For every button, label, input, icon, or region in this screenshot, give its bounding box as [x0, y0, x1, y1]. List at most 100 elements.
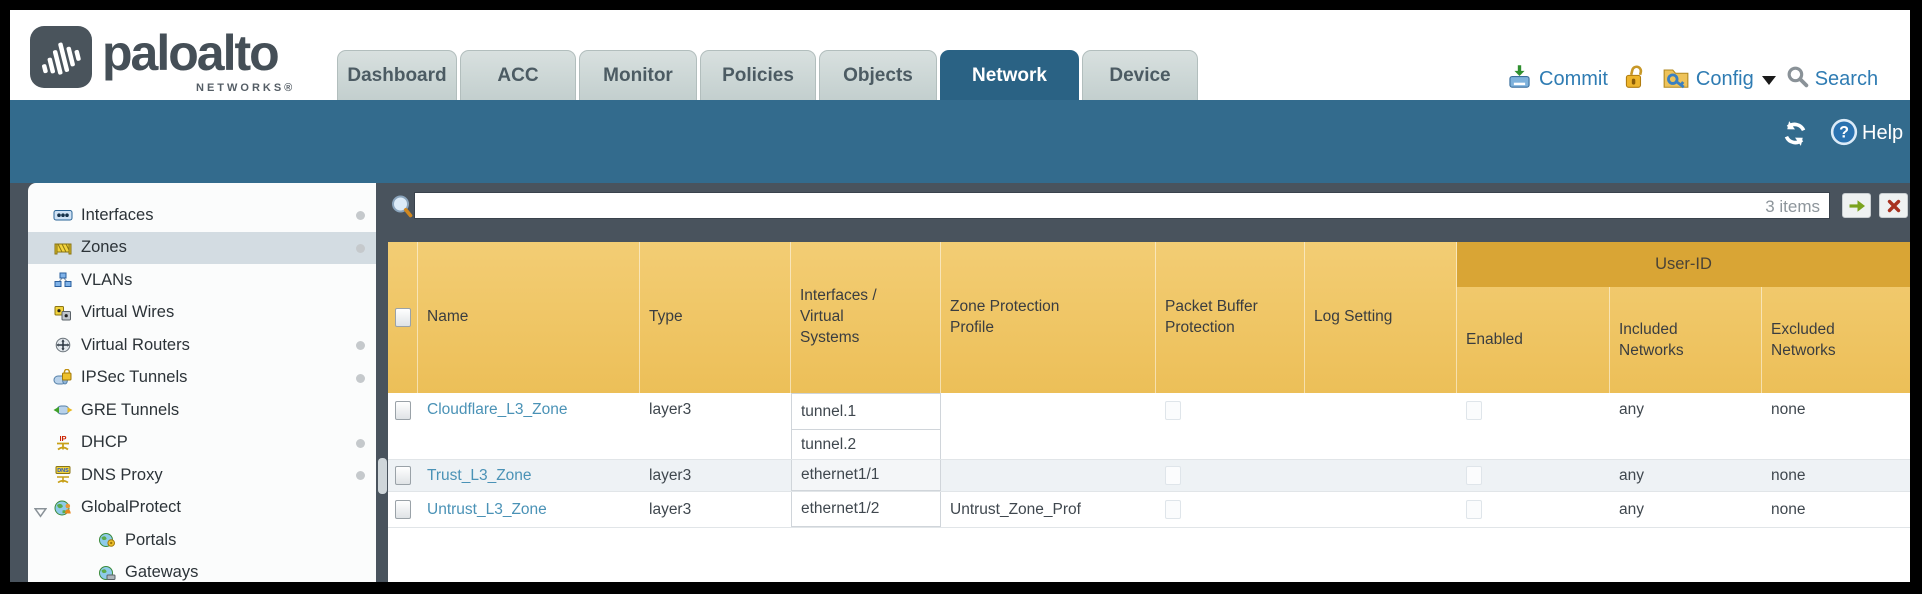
search-icon[interactable] — [1786, 65, 1809, 93]
paloalto-logo-icon — [30, 26, 92, 93]
tab-acc[interactable]: ACC — [460, 50, 576, 100]
zone-name-link[interactable]: Untrust_L3_Zone — [427, 500, 547, 518]
commit-icon[interactable] — [1506, 63, 1533, 95]
config-caret-icon[interactable] — [1761, 75, 1776, 85]
config-icon[interactable] — [1662, 64, 1690, 95]
interface-cell: tunnel.2 — [791, 430, 941, 459]
apply-filter-button[interactable] — [1842, 193, 1871, 218]
col-header-enabled[interactable]: Enabled — [1457, 242, 1610, 393]
sidebar-item-dns-proxy[interactable]: DNS DNS Proxy — [28, 459, 376, 492]
tab-monitor[interactable]: Monitor — [579, 50, 697, 100]
commit-button[interactable]: Commit — [1539, 67, 1608, 90]
row-checkbox[interactable] — [395, 401, 411, 420]
virtual-routers-icon — [52, 337, 74, 353]
included-networks: any — [1619, 401, 1644, 418]
zone-name-link[interactable]: Trust_L3_Zone — [427, 466, 532, 484]
sidebar-item-vlans[interactable]: VLANs — [28, 264, 376, 297]
sidebar-item-virtual-wires[interactable]: Virtual Wires — [28, 297, 376, 330]
table-row-cloudflare: Cloudflare_L3_Zone layer3 tunnel.1 tunne… — [388, 393, 1910, 460]
table-row-untrust: Untrust_L3_Zone layer3 ethernet1/2 Untru… — [388, 492, 1910, 528]
vlans-icon — [52, 272, 74, 288]
teal-toolbar: ? Help — [10, 100, 1910, 183]
table-row-trust: Trust_L3_Zone layer3 ethernet1/1 any non… — [388, 460, 1910, 492]
sidebar-item-gateways[interactable]: Gateways — [28, 557, 376, 583]
filter-input[interactable] — [414, 192, 1830, 219]
tab-network[interactable]: Network — [940, 50, 1079, 100]
sidebar-item-dhcp[interactable]: IP DHCP — [28, 427, 376, 460]
refresh-icon[interactable] — [1780, 120, 1810, 152]
brand-sub-wordmark: NETWORKS® — [196, 82, 296, 94]
select-all-checkbox[interactable] — [388, 242, 418, 393]
sidebar-item-portals[interactable]: Portals — [28, 524, 376, 557]
zone-name-link[interactable]: Cloudflare_L3_Zone — [427, 401, 568, 418]
excluded-networks: none — [1771, 466, 1806, 484]
excluded-networks: none — [1771, 500, 1806, 518]
zone-type: layer3 — [649, 500, 692, 518]
interfaces-icon — [52, 207, 74, 223]
sidebar-item-virtual-routers[interactable]: Virtual Routers — [28, 329, 376, 362]
interface-cell: ethernet1/2 — [791, 492, 941, 527]
packet-buffer-checkbox[interactable] — [1165, 466, 1181, 485]
zones-table: User-ID Name Type Interfaces / Virtual S… — [388, 242, 1910, 582]
zone-type: layer3 — [649, 466, 692, 484]
packet-buffer-checkbox[interactable] — [1165, 401, 1181, 420]
col-header-packet-buffer[interactable]: Packet Buffer Protection — [1156, 242, 1305, 393]
tab-device[interactable]: Device — [1082, 50, 1198, 100]
col-header-type[interactable]: Type — [640, 242, 791, 393]
lock-icon[interactable] — [1622, 64, 1646, 95]
row-checkbox[interactable] — [395, 466, 411, 485]
user-id-enabled-checkbox[interactable] — [1466, 401, 1482, 420]
help-icon[interactable]: ? — [1830, 118, 1858, 151]
gre-tunnels-icon — [52, 402, 74, 418]
search-button[interactable]: Search — [1814, 67, 1879, 90]
zone-protection-profile: Untrust_Zone_Prof — [950, 500, 1081, 518]
packet-buffer-checkbox[interactable] — [1165, 500, 1181, 519]
status-dot — [356, 438, 365, 448]
col-header-zone-protection[interactable]: Zone Protection Profile — [941, 242, 1156, 393]
tab-dashboard[interactable]: Dashboard — [337, 50, 457, 100]
green-arrow-icon — [1849, 199, 1865, 212]
excluded-networks: none — [1771, 401, 1806, 418]
interface-cell: ethernet1/1 — [791, 460, 941, 491]
user-id-enabled-checkbox[interactable] — [1466, 500, 1482, 519]
zone-protection-profile — [941, 460, 1156, 491]
table-header: User-ID Name Type Interfaces / Virtual S… — [388, 242, 1910, 393]
col-header-excluded-networks[interactable]: Excluded Networks — [1771, 320, 1836, 359]
status-dot — [356, 471, 365, 480]
zone-interfaces: ethernet1/1 — [791, 460, 941, 491]
config-button[interactable]: Config — [1695, 67, 1754, 90]
col-header-name[interactable]: Name — [418, 242, 640, 393]
brand-wordmark: paloalto — [102, 25, 280, 81]
scrollbar-thumb[interactable] — [378, 458, 387, 494]
svg-text:IP: IP — [59, 434, 66, 443]
col-header-interfaces[interactable]: Interfaces / Virtual Systems — [791, 242, 941, 393]
chevron-expanded-icon[interactable] — [33, 504, 48, 523]
row-checkbox[interactable] — [395, 500, 411, 519]
status-dot — [356, 211, 365, 220]
sidebar-item-globalprotect[interactable]: GlobalProtect — [28, 492, 376, 525]
log-setting — [1305, 460, 1457, 491]
top-header: paloalto NETWORKS® Dashboard ACC Monitor… — [10, 10, 1910, 100]
header-actions: Commit Config Search — [1506, 60, 1884, 98]
zones-icon — [52, 240, 74, 256]
help-label[interactable]: Help — [1862, 122, 1904, 144]
sidebar-item-interfaces[interactable]: Interfaces — [28, 199, 376, 232]
dns-proxy-icon: DNS — [52, 466, 74, 484]
zone-interfaces: ethernet1/2 — [791, 492, 941, 527]
sidebar-item-gre-tunnels[interactable]: GRE Tunnels — [28, 394, 376, 427]
tab-policies[interactable]: Policies — [700, 50, 816, 100]
user-id-enabled-checkbox[interactable] — [1466, 466, 1482, 485]
sidebar-item-ipsec-tunnels[interactable]: IPSec Tunnels — [28, 362, 376, 395]
log-setting — [1305, 492, 1457, 527]
tab-objects[interactable]: Objects — [819, 50, 937, 100]
sidebar-item-zones[interactable]: Zones — [28, 231, 376, 264]
col-header-log-setting[interactable]: Log Setting — [1305, 242, 1457, 393]
log-setting — [1305, 393, 1457, 459]
interface-cell: tunnel.1 — [791, 393, 941, 430]
status-dot — [356, 243, 365, 253]
app-window: paloalto NETWORKS® Dashboard ACC Monitor… — [10, 10, 1910, 582]
network-sidebar: Interfaces Zones VLANs Virtual Wires Vir… — [28, 183, 376, 582]
portals-icon — [96, 532, 118, 548]
clear-filter-button[interactable] — [1879, 193, 1908, 218]
col-header-included-networks[interactable]: Included Networks — [1610, 242, 1762, 393]
